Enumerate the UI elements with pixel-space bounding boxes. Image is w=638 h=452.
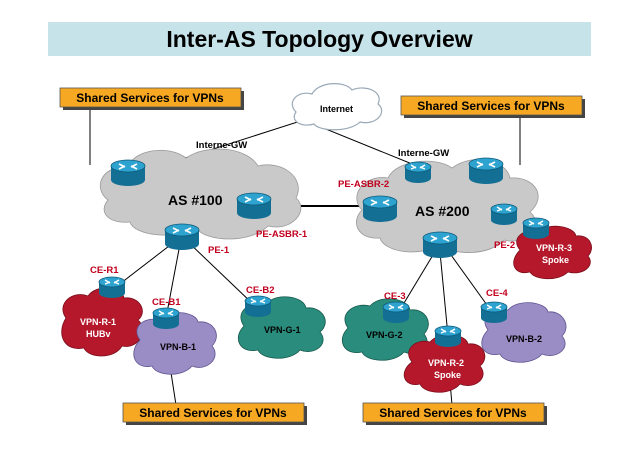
vpn-r1-cloud: [61, 287, 144, 357]
router-icon: [522, 217, 550, 240]
as-100-label: AS #100: [168, 192, 223, 208]
router-icon: [244, 295, 272, 318]
router-icon: [382, 301, 410, 324]
router-icon: [490, 203, 518, 226]
pe1-label: PE-1: [208, 245, 230, 256]
router-icon: [468, 157, 504, 185]
internet-cloud: [291, 83, 383, 131]
vpn-r2-role: Spoke: [434, 370, 461, 380]
pe2-label: PE-2: [494, 240, 515, 251]
vpn-b1-label: VPN-B-1: [160, 342, 196, 352]
pe-asbr2-label: PE-ASBR-2: [338, 179, 389, 190]
shared-services-label: Shared Services for VPNs: [76, 91, 224, 105]
router-icon: [480, 301, 508, 324]
router-icon: [422, 231, 458, 259]
router-icon: [110, 159, 146, 187]
as-200-label: AS #200: [415, 203, 470, 219]
router-icon: [164, 223, 200, 251]
router-icon: [404, 161, 432, 184]
router-icon: [98, 276, 126, 299]
gw-right-label: Interne-GW: [398, 148, 449, 159]
router-icon: [434, 325, 462, 348]
vpn-r1-role: HUBv: [86, 329, 111, 339]
router-icon: [152, 307, 180, 330]
shared-services-top-right: Shared Services for VPNs: [400, 95, 585, 118]
page-title: Inter-AS Topology Overview: [166, 26, 473, 52]
vpn-r3-role: Spoke: [542, 255, 569, 265]
vpn-r1-label: VPN-R-1: [80, 317, 116, 327]
shared-services-label: Shared Services for VPNs: [139, 406, 287, 420]
vpn-r2-label: VPN-R-2: [428, 358, 464, 368]
shared-services-bottom-right: Shared Services for VPNs: [362, 402, 547, 425]
ce-r1-label: CE-R1: [90, 265, 119, 276]
internet-label: Internet: [320, 104, 353, 114]
vpn-g1-label: VPN-G-1: [264, 325, 301, 335]
shared-services-bottom-left: Shared Services for VPNs: [122, 402, 307, 425]
vpn-g2-label: VPN-G-2: [366, 330, 403, 340]
router-icon: [362, 195, 398, 223]
ce-b1-label: CE-B1: [152, 297, 181, 308]
vpn-r2-cloud: [403, 334, 486, 393]
pe-asbr1-label: PE-ASBR-1: [256, 229, 308, 240]
router-icon: [236, 192, 272, 220]
title-bar: Inter-AS Topology Overview: [48, 22, 591, 56]
shared-services-label: Shared Services for VPNs: [417, 99, 565, 113]
shared-services-label: Shared Services for VPNs: [379, 406, 527, 420]
vpn-r3-label: VPN-R-3: [536, 243, 572, 253]
vpn-b2-label: VPN-B-2: [506, 334, 542, 344]
gw-left-label: Interne-GW: [196, 140, 247, 151]
ce-b2-label: CE-B2: [246, 285, 275, 296]
shared-services-top-left: Shared Services for VPNs: [59, 87, 244, 110]
ce4-label: CE-4: [486, 288, 508, 299]
ce3-label: CE-3: [384, 291, 406, 302]
